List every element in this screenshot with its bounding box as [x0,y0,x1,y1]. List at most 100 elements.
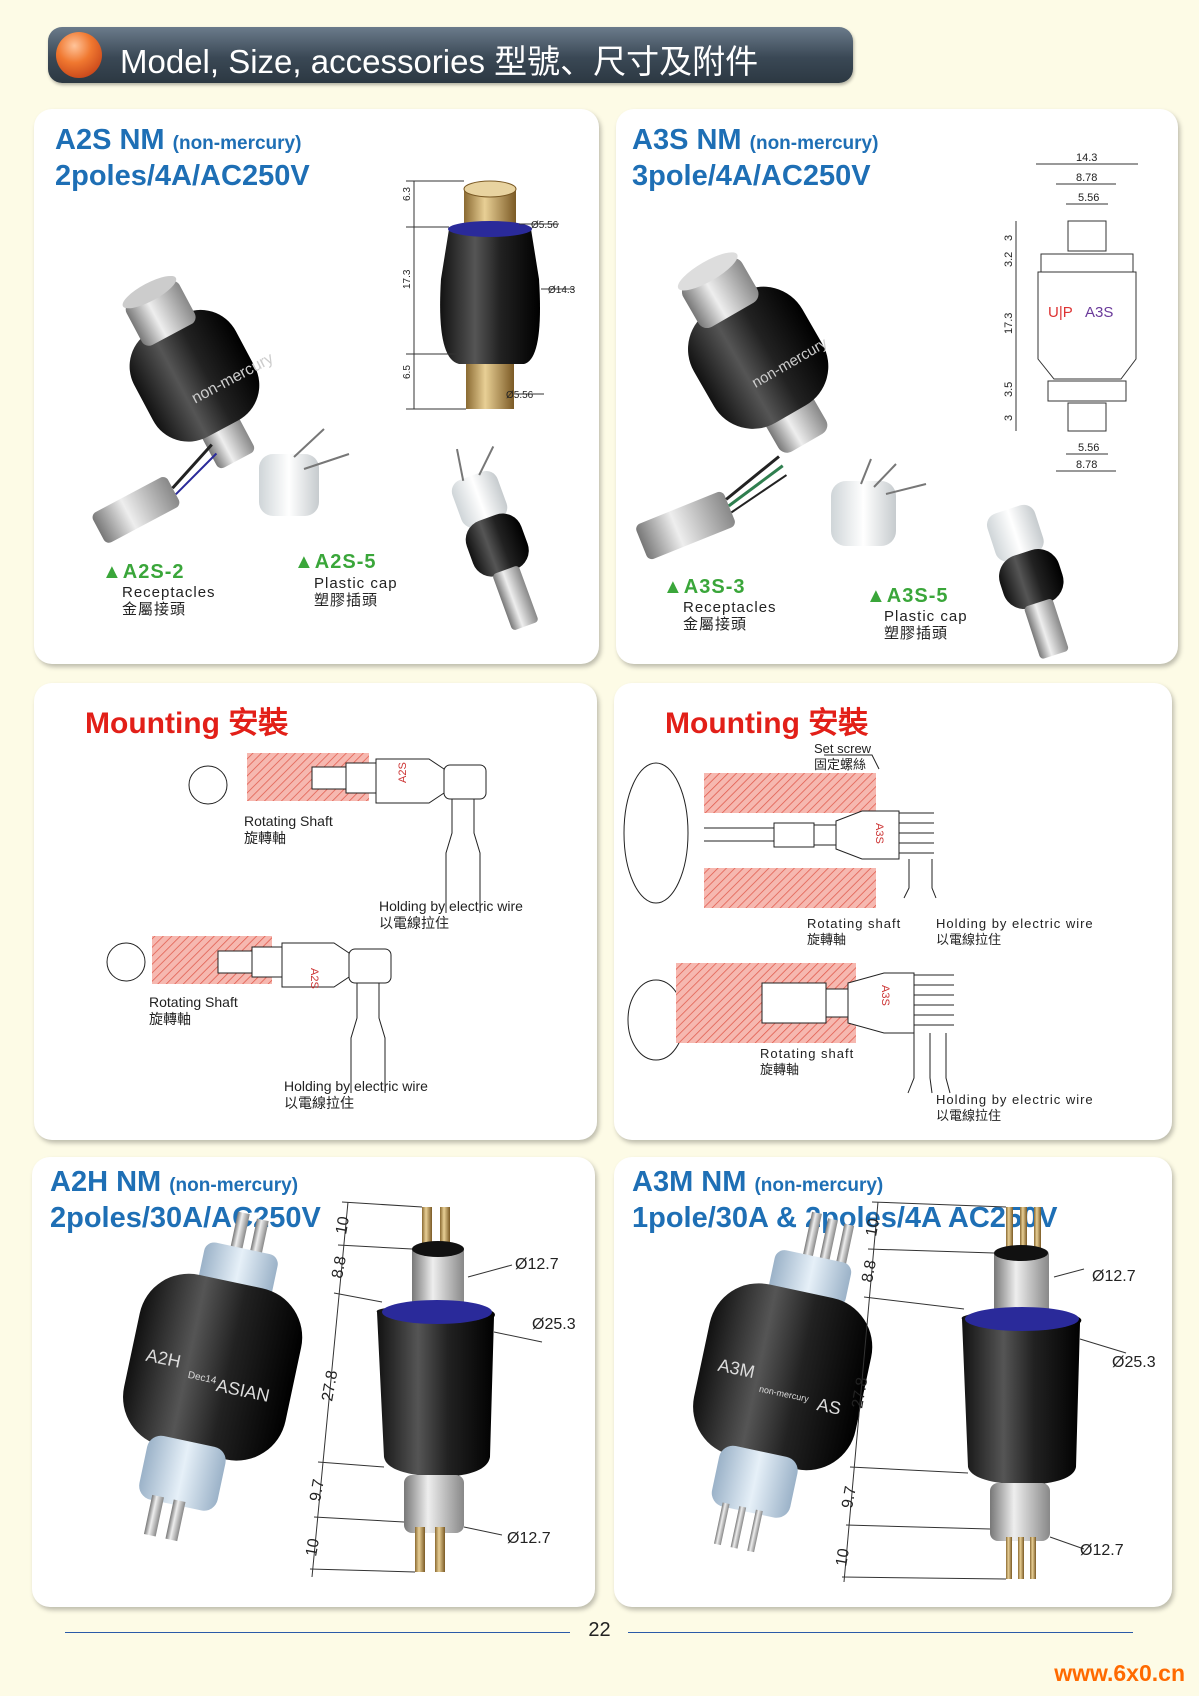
a2h-dimension-drawing [309,1201,543,1578]
a2s-acc2-en: Plastic cap [314,575,398,592]
a3m-dim-e: 10 [833,1547,853,1568]
a3s-assembled-photo [986,504,1069,659]
a2s-assembled-photo [451,446,538,630]
footer-rule-left [65,1632,570,1633]
mount-left-title: Mounting 安裝 [85,707,289,740]
panel-mounting-right: Mounting 安裝 A3S A3S Set screw 固定螺絲 Rotat… [614,683,1172,1140]
a3m-dim-d2: Ø25.3 [1112,1354,1156,1371]
a3s-illustration: non-mercury 14.3 8.78 5.56 3 3.2 17.3 3.… [636,152,1138,659]
mount-right-title: Mounting 安裝 [665,707,869,740]
a3m-dim-d1: Ø12.7 [1092,1268,1136,1285]
a3s-model: A3S NM [632,124,742,156]
a3s-receptacle-photo [636,455,788,560]
a2h-dim-d1: Ø12.7 [515,1256,559,1273]
a3m-illustration: A3M non-mercury AS 10 8.8 27.8 9.7 [693,1201,1156,1583]
a3s-dim-w: 14.3 [1076,152,1097,164]
a3s-title: A3S NM (non-mercury) [632,122,878,162]
page-number: 22 [588,1619,611,1641]
a2s-acc1-en: Receptacles [122,584,216,601]
a2s-dim-d-top: Ø5.56 [531,220,559,231]
a2s-acc1-zh: 金屬接頭 [122,601,187,618]
a3m-dimension-drawing [841,1201,1127,1583]
a3s-logo-model: A3S [1085,304,1113,321]
a3s-note: (non-mercury) [749,133,879,154]
mount-left-shaft-en-1: Rotating Shaft [244,813,333,829]
a2s-dim-bot: 6.5 [402,365,413,379]
a3s-dim-w2: 8.78 [1076,172,1097,184]
mount-left-diagram: A2S A2S [106,753,487,1093]
a2s-receptacle-photo [92,443,218,543]
footer-rule-right [628,1632,1133,1633]
a2s-title: A2S NM (non-mercury) [55,122,301,162]
a2h-dim-d2: Ø25.3 [532,1316,576,1333]
a2h-photo: A2H Dec14 ASIAN [123,1211,303,1542]
panel-a2s: A2S NM (non-mercury) 2poles/4A/AC250V no… [34,109,599,664]
a3s-spec: 3pole/4A/AC250V [632,160,871,192]
mount-left-wire-en-1: Holding by electric wire [379,898,523,914]
a3m-photo: A3M non-mercury AS [693,1211,873,1553]
mount-right-shaft-zh-2: 旋轉軸 [760,1062,800,1077]
mount-right-wire-en-2: Holding by electric wire [936,1092,1094,1107]
a2h-model: A2H NM [50,1166,162,1198]
a2h-dim-c: 27.8 [319,1369,341,1403]
mount-left-shaft-zh-2: 旋轉軸 [149,1011,191,1027]
a2h-note: (non-mercury) [169,1175,299,1196]
a3s-cap-photo [831,458,927,546]
a2h-dim-d: 9.7 [307,1478,328,1503]
a3s-acc1-zh: 金屬接頭 [683,616,748,633]
a2s-acc2-zh: 塑膠插頭 [314,592,379,609]
mount-right-device-2: A3S [879,985,891,1006]
a3m-dim-a: 10 [863,1217,883,1238]
a3s-dimension-drawing [1015,163,1138,472]
a2s-dim-mid: 17.3 [402,269,413,289]
a3s-acc2-en: Plastic cap [884,608,968,625]
a3s-dim-h2: 3.2 [1003,252,1015,267]
a2s-acc1-code: ▲A2S-2 [102,561,185,583]
mount-right-device-1: A3S [873,823,885,844]
mount-right-screw-en: Set screw [814,741,872,756]
a3s-acc1-en: Receptacles [683,599,777,616]
mount-left-shaft-zh-1: 旋轉軸 [244,830,286,846]
a3m-dim-d: 9.7 [839,1485,860,1510]
a3s-acc2-zh: 塑膠插頭 [884,625,949,642]
a3s-dim-b1: 5.56 [1078,442,1099,454]
mount-right-wire-en-1: Holding by electric wire [936,916,1094,931]
mount-right-screw-zh: 固定螺絲 [814,757,867,772]
a3m-dim-b: 8.8 [859,1259,880,1284]
a2h-dim-e: 10 [303,1537,323,1558]
a3s-acc2-code: ▲A3S-5 [866,585,949,607]
mount-right-wire-zh-1: 以電線拉住 [936,932,1002,947]
panel-mounting-left: Mounting 安裝 A2S A2S Rotating Shaft 旋轉軸 [34,683,597,1140]
watermark: www.6x0.cn [1054,1660,1185,1686]
a3s-logo: U|P [1048,304,1073,321]
a3s-acc1-code: ▲A3S-3 [663,576,746,598]
mount-right-wire-zh-2: 以電線拉住 [936,1108,1002,1123]
mount-left-device-2: A2S [308,968,320,989]
a2s-dim-d-mid: Ø14.3 [548,285,576,296]
mount-left-shaft-en-2: Rotating Shaft [149,994,238,1010]
a2s-cap-photo [259,428,350,516]
a2s-dimension-drawing: 6.3 17.3 6.5 Ø5.56 Ø14.3 Ø5.56 [402,180,576,410]
a2s-spec: 2poles/4A/AC250V [55,160,310,192]
a3s-dim-b2: 8.78 [1076,459,1097,471]
section-title: Model, Size, accessories 型號、尺寸及附件 [120,43,759,80]
a2s-dim-top: 6.3 [402,187,413,201]
a2s-acc2-code: ▲A2S-5 [294,551,377,573]
a2h-illustration: A2H Dec14 ASIAN 10 8.8 27.8 9.7 [123,1201,576,1578]
a3s-dim-h1: 3 [1003,235,1015,241]
a2s-photo: non-mercury [122,275,276,469]
a2h-dim-a: 10 [333,1215,353,1236]
panel-a3m: A3M NM (non-mercury) 1pole/30A & 2poles/… [614,1157,1172,1607]
a3m-dimension-labels: 10 8.8 27.8 9.7 10 Ø12.7 Ø25.3 Ø12.7 [833,1217,1155,1568]
orange-bullet-icon [56,32,102,78]
a3s-dim-h4: 3.5 [1003,382,1015,397]
a3m-model: A3M NM [632,1166,747,1198]
panel-a2h: A2H NM (non-mercury) 2poles/30A/AC250V A… [32,1157,595,1607]
a3s-dimension-labels: 14.3 8.78 5.56 3 3.2 17.3 3.5 3 5.56 8.7… [1003,152,1099,471]
a2s-illustration: non-mercury 6.3 17.3 6.5 Ø5.56 Ø14.3 Ø5.… [92,180,576,630]
a3s-dim-h5: 3 [1003,415,1015,421]
mount-right-shaft-en-2: Rotating shaft [760,1046,855,1061]
a2h-dim-d3: Ø12.7 [507,1530,551,1547]
a2h-title: A2H NM (non-mercury) [50,1164,298,1204]
a2s-model: A2S NM [55,124,165,156]
